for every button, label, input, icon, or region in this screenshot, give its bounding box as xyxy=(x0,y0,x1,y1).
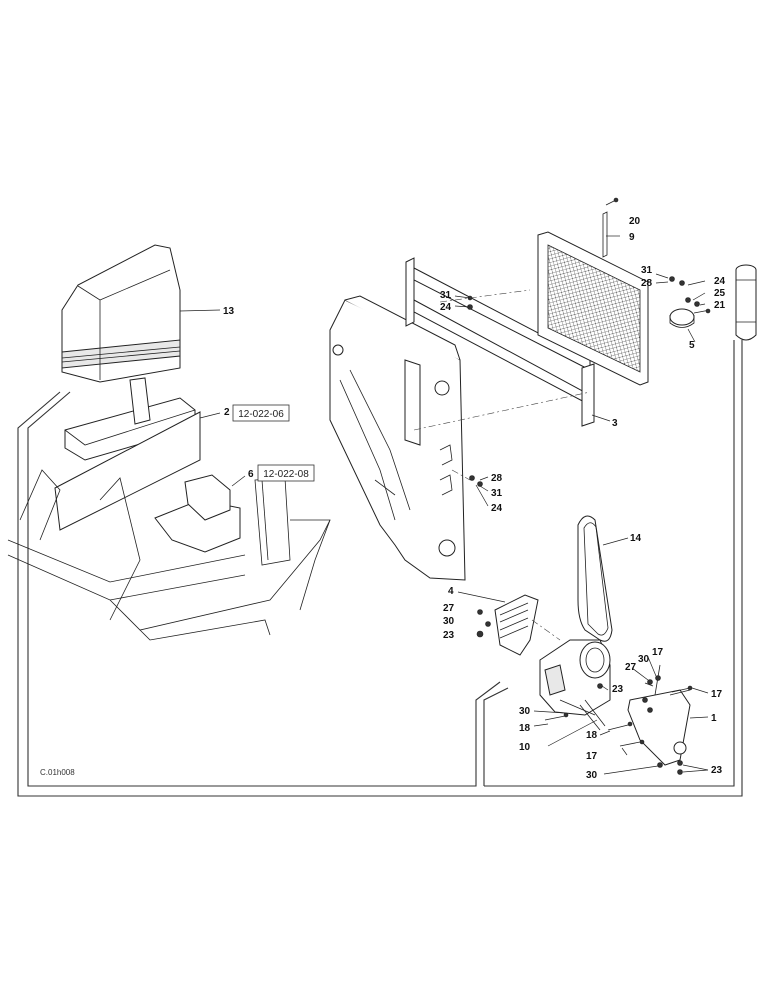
reference-text: 12-022-08 xyxy=(263,469,309,480)
reference-box-12-022-08[interactable]: 12-022-08 xyxy=(257,464,315,482)
callout-24-mid: 24 xyxy=(491,503,503,514)
callout-23-bottom: 23 xyxy=(711,765,723,776)
callout-17-bottom: 17 xyxy=(586,751,598,762)
callout-30-bottom-right: 30 xyxy=(586,770,598,781)
callout-31-top: 31 xyxy=(641,265,653,276)
callout-24-top: 24 xyxy=(714,276,726,287)
callout-18-right: 18 xyxy=(586,730,598,741)
callout-28-top: 28 xyxy=(641,278,653,289)
callout-3: 3 xyxy=(612,418,618,429)
callout-30-right: 30 xyxy=(638,654,650,665)
callout-20: 20 xyxy=(629,216,641,227)
callout-30-left: 30 xyxy=(443,616,455,627)
callout-27-right: 27 xyxy=(625,662,637,673)
callout-30-bottom: 30 xyxy=(519,706,531,717)
callout-10: 10 xyxy=(519,742,531,753)
callout-31-mid: 31 xyxy=(491,488,503,499)
callout-28-mid: 28 xyxy=(491,473,503,484)
callout-18-left: 18 xyxy=(519,723,531,734)
reference-text: 12-022-06 xyxy=(238,409,284,420)
part-1-bracket xyxy=(627,664,709,766)
callout-5: 5 xyxy=(689,340,695,351)
callout-6: 6 xyxy=(248,469,254,480)
part-2-tray xyxy=(54,377,221,531)
callout-17-right: 17 xyxy=(711,689,723,700)
drawing-code: C.01h008 xyxy=(40,768,75,777)
callout-17-top: 17 xyxy=(652,647,664,658)
receiver-drier xyxy=(735,264,757,341)
callout-27-left: 27 xyxy=(443,603,455,614)
callout-23-left: 23 xyxy=(443,630,455,641)
part-14-belt xyxy=(577,515,629,642)
compressor-hardware xyxy=(533,656,709,775)
part-4-guard xyxy=(457,591,561,656)
frame-structure xyxy=(7,469,331,641)
part-13-cover xyxy=(61,244,221,383)
part-5-clamp xyxy=(669,308,711,343)
part-6-duct xyxy=(154,474,246,553)
reference-box-12-022-06[interactable]: 12-022-06 xyxy=(232,404,290,422)
callout-13: 13 xyxy=(223,306,235,317)
callout-4: 4 xyxy=(448,586,454,597)
callout-labels: 13 2 6 20 9 31 24 28 25 21 5 31 24 3 28 … xyxy=(223,216,726,781)
callout-14: 14 xyxy=(630,533,642,544)
callout-21: 21 xyxy=(714,300,726,311)
hardware-31-24-28-25-21 xyxy=(454,273,711,507)
callout-9: 9 xyxy=(629,232,635,243)
part-3-frame xyxy=(405,257,611,481)
condenser xyxy=(537,211,649,386)
compressor xyxy=(539,639,611,747)
callout-31-left: 31 xyxy=(440,290,452,301)
callout-25: 25 xyxy=(714,288,726,299)
callout-23-mid: 23 xyxy=(612,684,624,695)
bolt-20 xyxy=(605,197,619,206)
hose-routing xyxy=(17,340,743,797)
callout-24-left: 24 xyxy=(440,302,452,313)
callout-2: 2 xyxy=(224,407,230,418)
radiator xyxy=(329,295,466,581)
callout-1: 1 xyxy=(711,713,717,724)
